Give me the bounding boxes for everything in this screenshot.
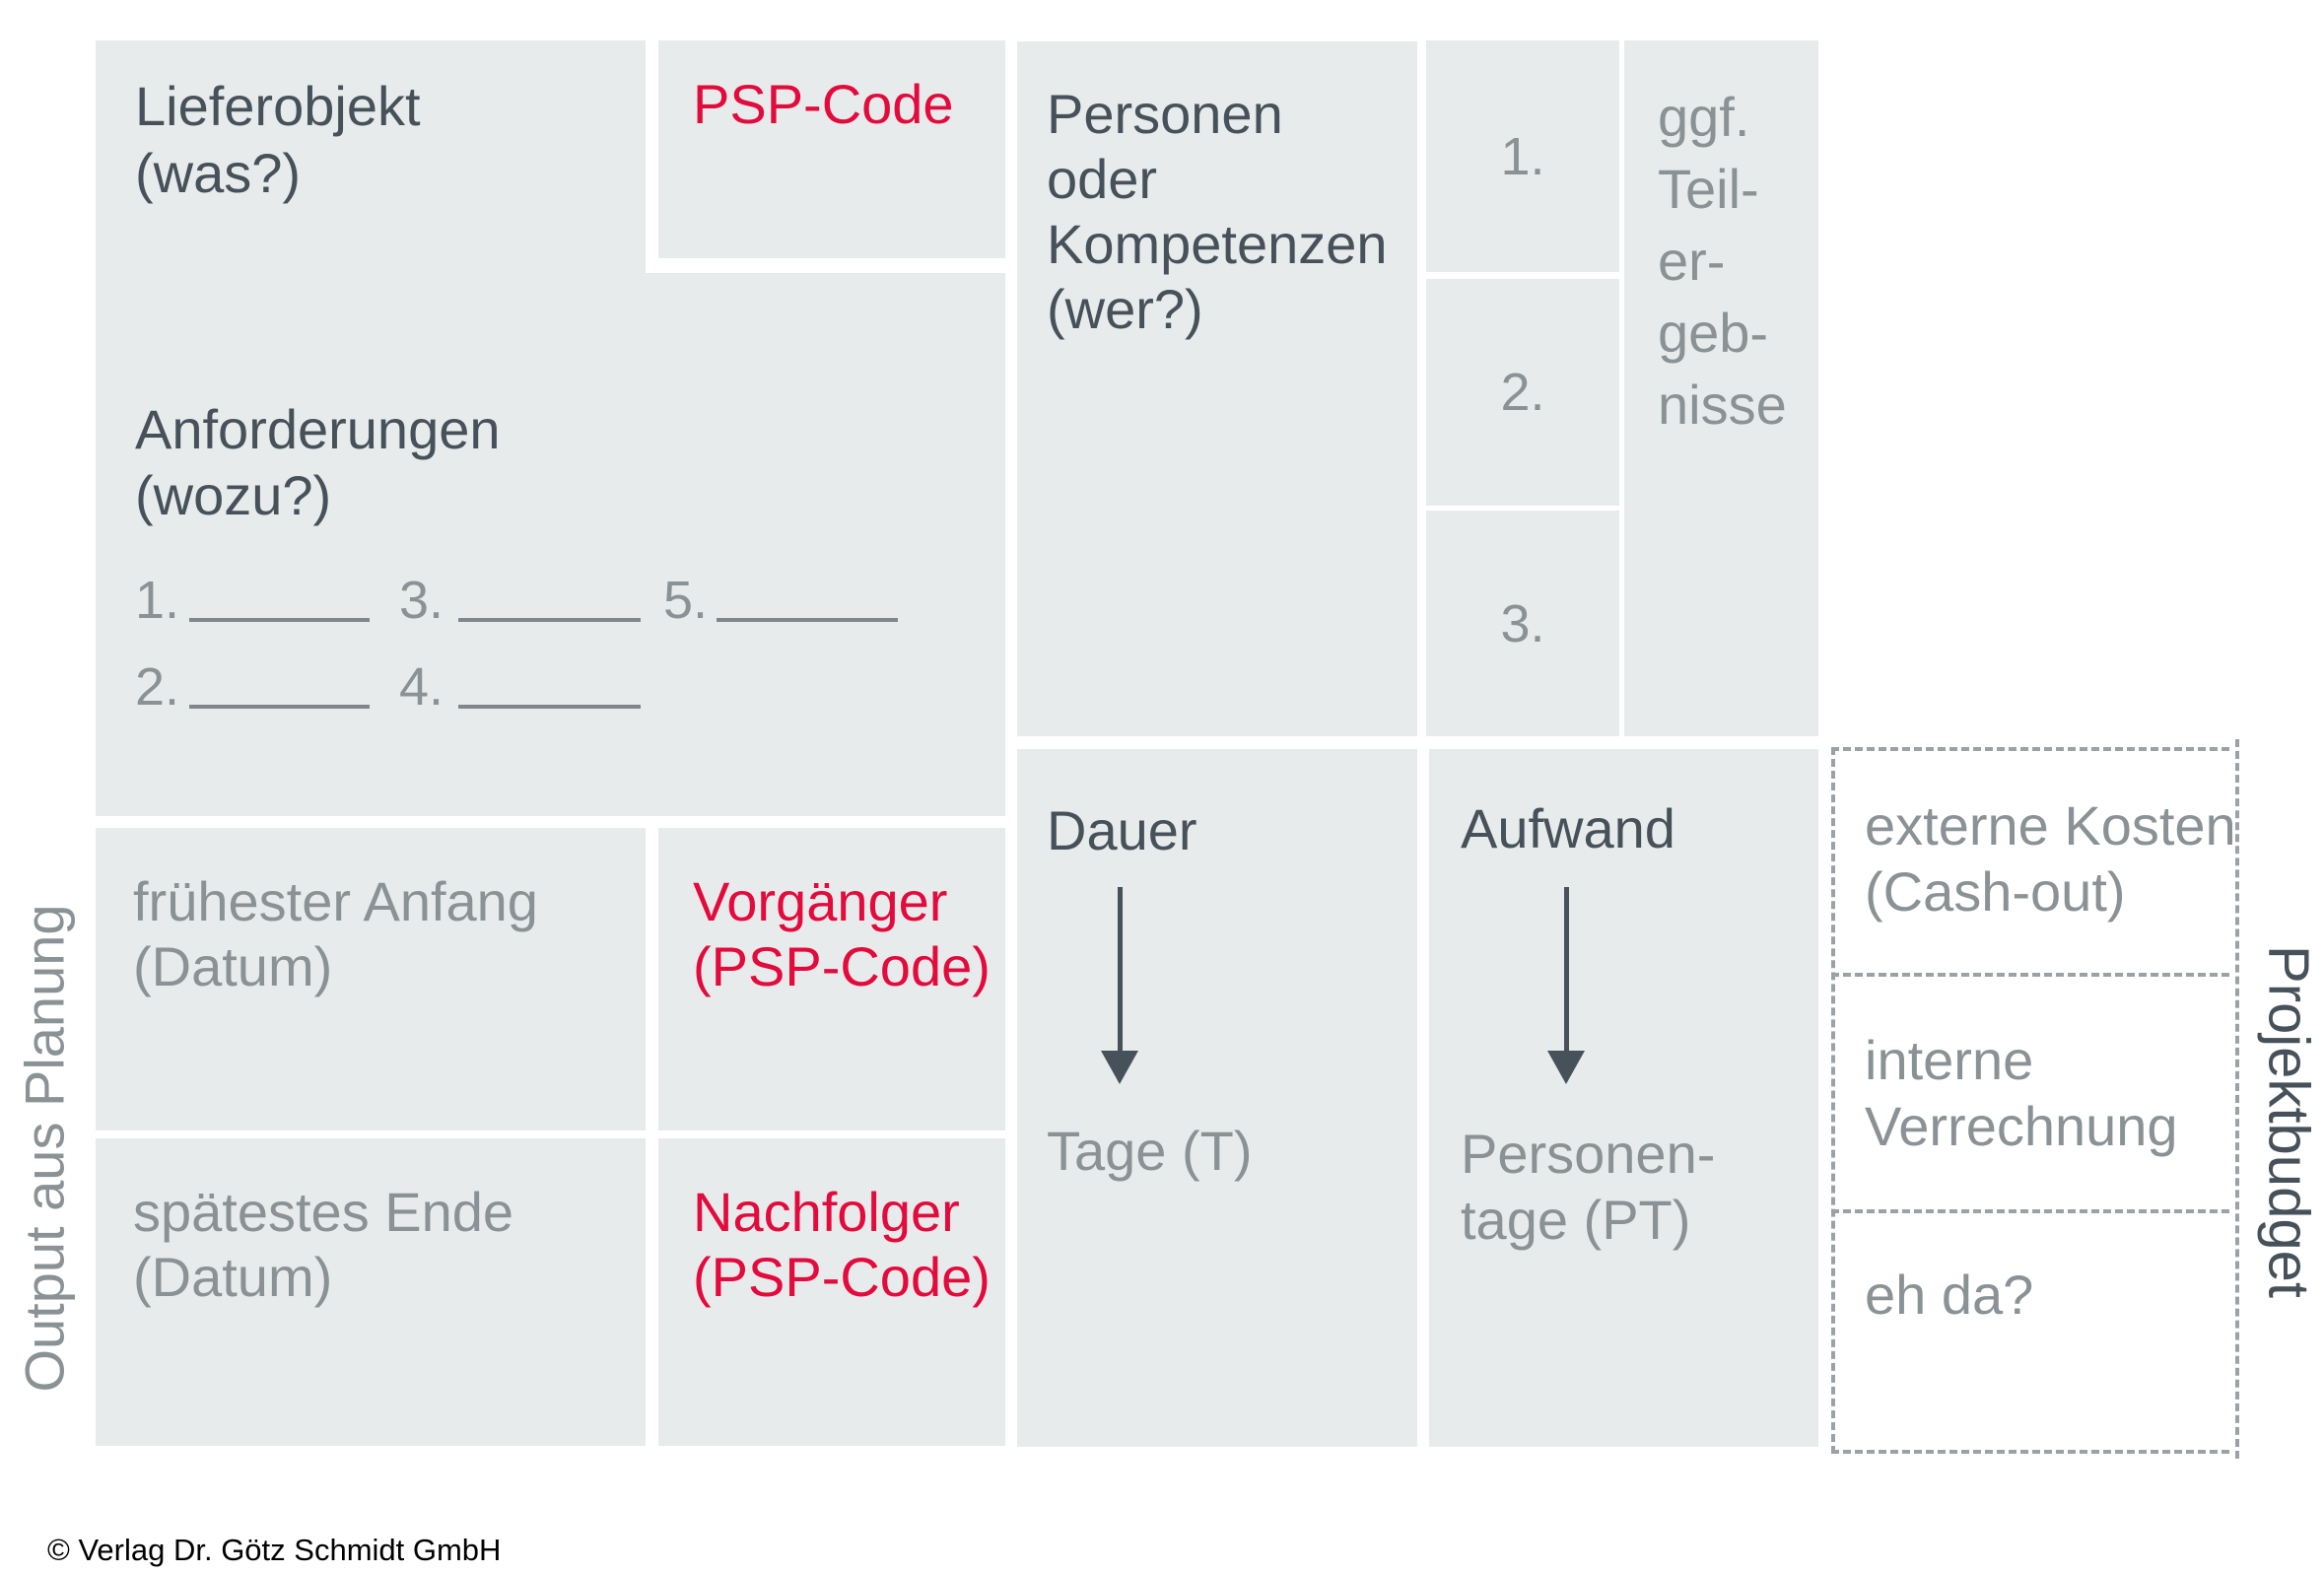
partial-result-3-box: 3. xyxy=(1426,511,1619,736)
requirement-number-1: 1. xyxy=(135,571,180,630)
budget-ehda-line1: eh da? xyxy=(1865,1264,2034,1326)
persons-box xyxy=(1017,41,1417,736)
partial-results-label-line4: geb- xyxy=(1658,302,1769,364)
effort-unit-line1: Personen- xyxy=(1461,1123,1716,1185)
partial-results-label-line5: nisse xyxy=(1658,374,1787,436)
duration-box xyxy=(1017,749,1417,1447)
partial-results-label-line2: Teil- xyxy=(1658,158,1759,220)
budget-dashed-line-divider1 xyxy=(1831,973,2229,977)
latest-end-box xyxy=(96,1138,646,1446)
earliest-start-box xyxy=(96,828,646,1130)
duration-unit: Tage (T) xyxy=(1047,1120,1253,1182)
budget-dashed-line-divider2 xyxy=(1831,1209,2229,1213)
blank-underline xyxy=(189,705,370,709)
psp-code-label: PSP-Code xyxy=(693,73,954,135)
effort-unit-line2: tage (PT) xyxy=(1461,1189,1691,1251)
effort-box xyxy=(1429,749,1818,1447)
persons-line1: Personen xyxy=(1047,83,1283,145)
budget-dashed-line-bottom xyxy=(1831,1450,2229,1454)
copyright-text: © Verlag Dr. Götz Schmidt GmbH xyxy=(47,1533,502,1567)
blank-underline xyxy=(458,618,641,622)
down-arrow-icon xyxy=(1564,887,1569,1053)
blank-underline xyxy=(189,618,370,622)
earliest-start-line1: frühester Anfang xyxy=(133,870,538,932)
down-arrow-icon xyxy=(1118,887,1123,1053)
down-arrow-head-icon xyxy=(1101,1051,1138,1084)
deliverable-title: Lieferobjekt xyxy=(135,75,421,137)
predecessor-line2: (PSP-Code) xyxy=(693,935,991,997)
requirement-number-2: 2. xyxy=(135,657,180,717)
budget-dashed-line-top xyxy=(1831,747,2229,751)
persons-line3: Kompetenzen xyxy=(1047,213,1388,275)
requirements-title: Anforderungen xyxy=(135,398,501,460)
latest-end-line2: (Datum) xyxy=(133,1246,333,1308)
budget-internal-charging-line1: interne xyxy=(1865,1029,2034,1091)
blank-underline xyxy=(458,705,641,709)
partial-results-label-box xyxy=(1624,40,1818,736)
successor-line2: (PSP-Code) xyxy=(693,1246,991,1308)
persons-line4: (wer?) xyxy=(1047,278,1203,340)
partial-results-label-line1: ggf. xyxy=(1658,86,1750,148)
requirement-number-3: 3. xyxy=(399,571,444,630)
partial-results-label-line3: er- xyxy=(1658,230,1726,292)
blank-underline xyxy=(717,618,898,622)
psp-code-box xyxy=(658,40,1005,258)
requirement-number-4: 4. xyxy=(399,657,444,717)
project-budget-side-label: Projektbudget xyxy=(2256,945,2321,1298)
deliverable-question: (was?) xyxy=(135,142,302,204)
budget-internal-charging-line2: Verrechnung xyxy=(1865,1095,2178,1157)
budget-dashed-line-right xyxy=(2235,739,2239,1459)
persons-line2: oder xyxy=(1047,148,1158,210)
output-aus-planung-side-label: Output aus Planung xyxy=(13,904,76,1393)
duration-title: Dauer xyxy=(1047,799,1197,861)
successor-box xyxy=(658,1138,1005,1446)
predecessor-box xyxy=(658,828,1005,1130)
predecessor-line1: Vorgänger xyxy=(693,870,948,932)
latest-end-line1: spätestes Ende xyxy=(133,1181,514,1243)
budget-external-costs-line1: externe Kosten xyxy=(1865,794,2236,856)
effort-title: Aufwand xyxy=(1461,797,1675,859)
requirements-question: (wozu?) xyxy=(135,464,332,526)
earliest-start-line2: (Datum) xyxy=(133,935,333,997)
budget-dashed-line-left xyxy=(1831,747,1835,1454)
budget-external-costs-line2: (Cash-out) xyxy=(1865,860,2126,923)
requirement-number-5: 5. xyxy=(663,571,709,630)
down-arrow-head-icon xyxy=(1547,1051,1585,1084)
partial-result-2-box: 2. xyxy=(1426,279,1619,506)
partial-result-1-box: 1. xyxy=(1426,40,1619,272)
successor-line1: Nachfolger xyxy=(693,1181,960,1243)
